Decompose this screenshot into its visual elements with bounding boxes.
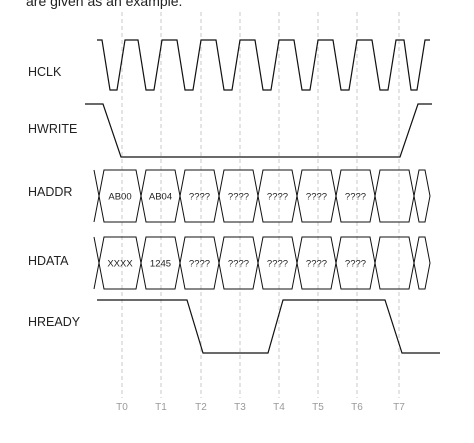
hdata-value-1: 1245 (150, 259, 171, 270)
hready-waveform (97, 299, 440, 354)
haddr-value-2: ???? (189, 192, 210, 203)
haddr-value-6: ???? (345, 192, 366, 203)
time-label-t3: T3 (234, 402, 246, 413)
haddr-value-0: AB00 (108, 192, 131, 203)
time-axis-labels: T0 T1 T2 T3 T4 T5 T6 T7 (116, 402, 405, 413)
time-label-t7: T7 (393, 402, 405, 413)
hclk-label: HCLK (28, 65, 62, 79)
hdata-value-4: ???? (267, 259, 288, 270)
hwrite-label: HWRITE (28, 122, 77, 136)
time-label-t1: T1 (155, 402, 167, 413)
haddr-value-4: ???? (267, 192, 288, 203)
haddr-label: HADDR (28, 185, 72, 199)
hdata-cell-8 (413, 236, 431, 290)
time-label-t2: T2 (195, 402, 207, 413)
hdata-value-6: ???? (345, 259, 366, 270)
hwrite-waveform (85, 103, 432, 158)
time-guide-lines (121, 12, 400, 398)
time-label-t5: T5 (312, 402, 324, 413)
hdata-cell-7 (374, 236, 415, 290)
haddr-cell-7 (374, 169, 415, 223)
hclk-waveform (97, 39, 430, 91)
time-label-t0: T0 (116, 402, 128, 413)
time-label-t4: T4 (273, 402, 285, 413)
haddr-value-1: AB04 (149, 192, 172, 203)
time-label-t6: T6 (351, 402, 363, 413)
hready-label: HREADY (28, 315, 81, 329)
hdata-value-5: ???? (306, 259, 327, 270)
haddr-bus: AB00 AB04???????????????????? (93, 169, 431, 223)
hdata-value-0: XXXX (107, 259, 133, 270)
figure-caption: are given as an example. (26, 0, 183, 9)
hdata-lead (93, 236, 100, 290)
hdata-value-2: ???? (189, 259, 210, 270)
haddr-value-5: ???? (306, 192, 327, 203)
haddr-cell-8 (413, 169, 431, 223)
hdata-value-3: ???? (228, 259, 249, 270)
hdata-bus: XXXX 1245???????????????????? (93, 236, 431, 290)
hdata-label: HDATA (28, 254, 69, 268)
haddr-value-3: ???? (228, 192, 249, 203)
haddr-lead (93, 169, 100, 223)
